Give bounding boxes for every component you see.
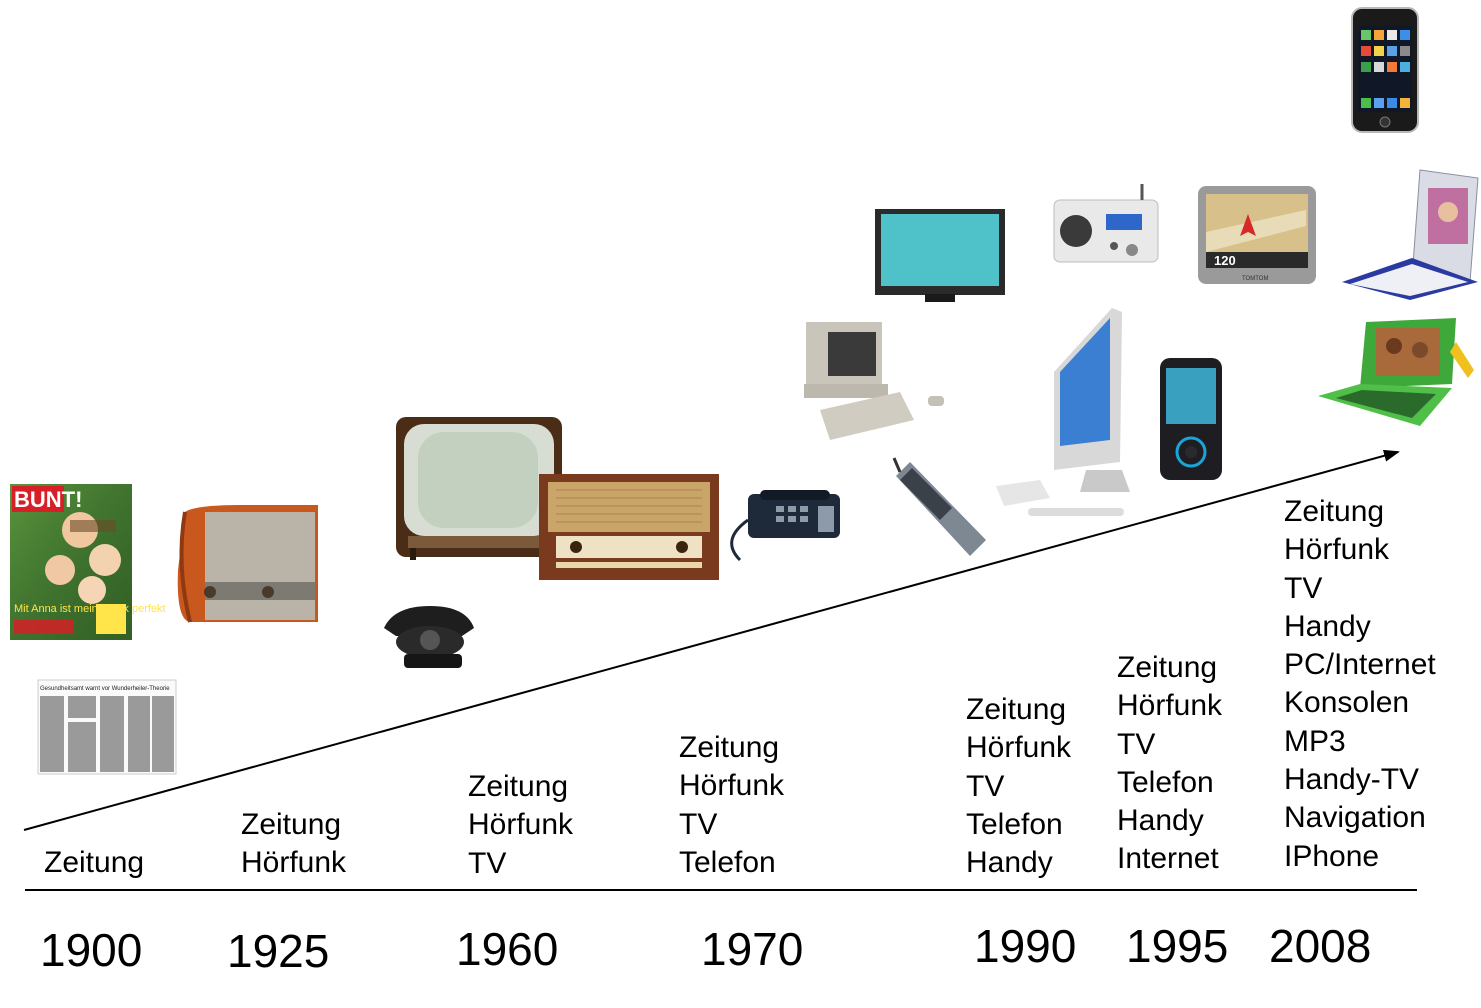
desk-phone-image: [730, 490, 840, 562]
media-list-1995: Zeitung Hörfunk TV Telefon Handy Interne…: [1117, 649, 1222, 879]
iphone-image: [1351, 7, 1419, 133]
all-in-one-computer-image: [996, 308, 1130, 516]
year-label-1900: 1900: [40, 924, 143, 976]
media-list-1925: Zeitung Hörfunk: [241, 806, 346, 883]
media-item: Navigation: [1284, 801, 1426, 835]
table-radio-image: [539, 474, 719, 580]
year-label-1995: 1995: [1126, 920, 1229, 972]
media-item: Zeitung: [1284, 495, 1385, 528]
magazine-image: BUNT! Mit Anna ist mein Glück perfekt: [10, 484, 166, 640]
crt-computer-image: [804, 322, 944, 440]
newspaper-image: Gesundheitsamt warnt vor Wunderheiler-Th…: [37, 679, 177, 775]
media-item: PC/Internet: [1284, 648, 1436, 682]
navigation-brand: TOMTOM: [1242, 276, 1268, 282]
media-item: Handy-TV: [1284, 763, 1420, 797]
timeline-axis: [25, 889, 1417, 891]
media-item: Konsolen: [1284, 686, 1410, 720]
media-item: Hörfunk: [241, 846, 347, 880]
media-list-2008: Zeitung Hörfunk TV Handy PC/Internet Kon…: [1284, 493, 1436, 876]
tube-radio-image: [177, 505, 318, 623]
media-list-1900: Zeitung: [44, 844, 144, 882]
media-item: Hörfunk: [679, 769, 785, 803]
year-label-1960: 1960: [456, 923, 559, 975]
media-item: Internet: [1117, 842, 1219, 876]
rotary-phone-image: [384, 606, 474, 668]
year-label-1990: 1990: [974, 920, 1077, 972]
media-item: Zeitung: [966, 693, 1067, 726]
media-item: Hörfunk: [966, 731, 1072, 765]
media-item: TV: [1117, 727, 1156, 761]
media-item: Hörfunk: [1117, 689, 1223, 723]
media-item: Telefon: [966, 807, 1063, 841]
navigation-device-image: 120 TOMTOM: [1198, 186, 1316, 284]
digital-radio-image: [1053, 184, 1159, 263]
media-item: Zeitung: [1117, 651, 1218, 684]
xo-laptop-image: [1318, 318, 1474, 426]
flip-phone-image: [1342, 169, 1479, 300]
media-list-1970: Zeitung Hörfunk TV Telefon: [679, 729, 784, 882]
media-item: TV: [966, 769, 1005, 803]
media-item: Handy: [966, 846, 1053, 880]
media-item: Telefon: [679, 845, 776, 879]
mobile-phone-image: [892, 457, 986, 556]
media-item: TV: [679, 807, 718, 841]
year-label-1925: 1925: [227, 925, 330, 977]
navigation-speed: 120: [1214, 253, 1236, 268]
media-item: Hörfunk: [1284, 533, 1390, 567]
media-item: Zeitung: [679, 731, 780, 764]
media-item: MP3: [1284, 724, 1346, 758]
media-item: Zeitung: [241, 808, 342, 841]
media-item: Zeitung: [44, 846, 145, 879]
mp3-player-image: [1160, 358, 1222, 480]
media-item: TV: [468, 846, 507, 880]
flat-tv-image: [875, 209, 1005, 302]
media-item: Zeitung: [468, 770, 569, 803]
media-item: Telefon: [1117, 765, 1214, 799]
media-item: Handy: [1284, 609, 1371, 643]
year-label-1970: 1970: [701, 923, 804, 975]
magazine-headline: Mit Anna ist mein Glück perfekt: [14, 603, 166, 615]
media-item: Handy: [1117, 804, 1204, 838]
media-list-1990: Zeitung Hörfunk TV Telefon Handy: [966, 691, 1071, 882]
magazine-masthead: BUNT!: [14, 487, 82, 512]
media-list-1960: Zeitung Hörfunk TV: [468, 768, 573, 883]
tube-tv-image: [396, 417, 562, 560]
year-label-2008: 2008: [1269, 920, 1372, 972]
growth-arrow: [23, 449, 1400, 831]
media-item: IPhone: [1284, 839, 1380, 873]
newspaper-headline: Gesundheitsamt warnt vor Wunderheiler-Th…: [40, 686, 170, 692]
media-item: Hörfunk: [468, 808, 574, 842]
media-item: TV: [1284, 571, 1323, 605]
